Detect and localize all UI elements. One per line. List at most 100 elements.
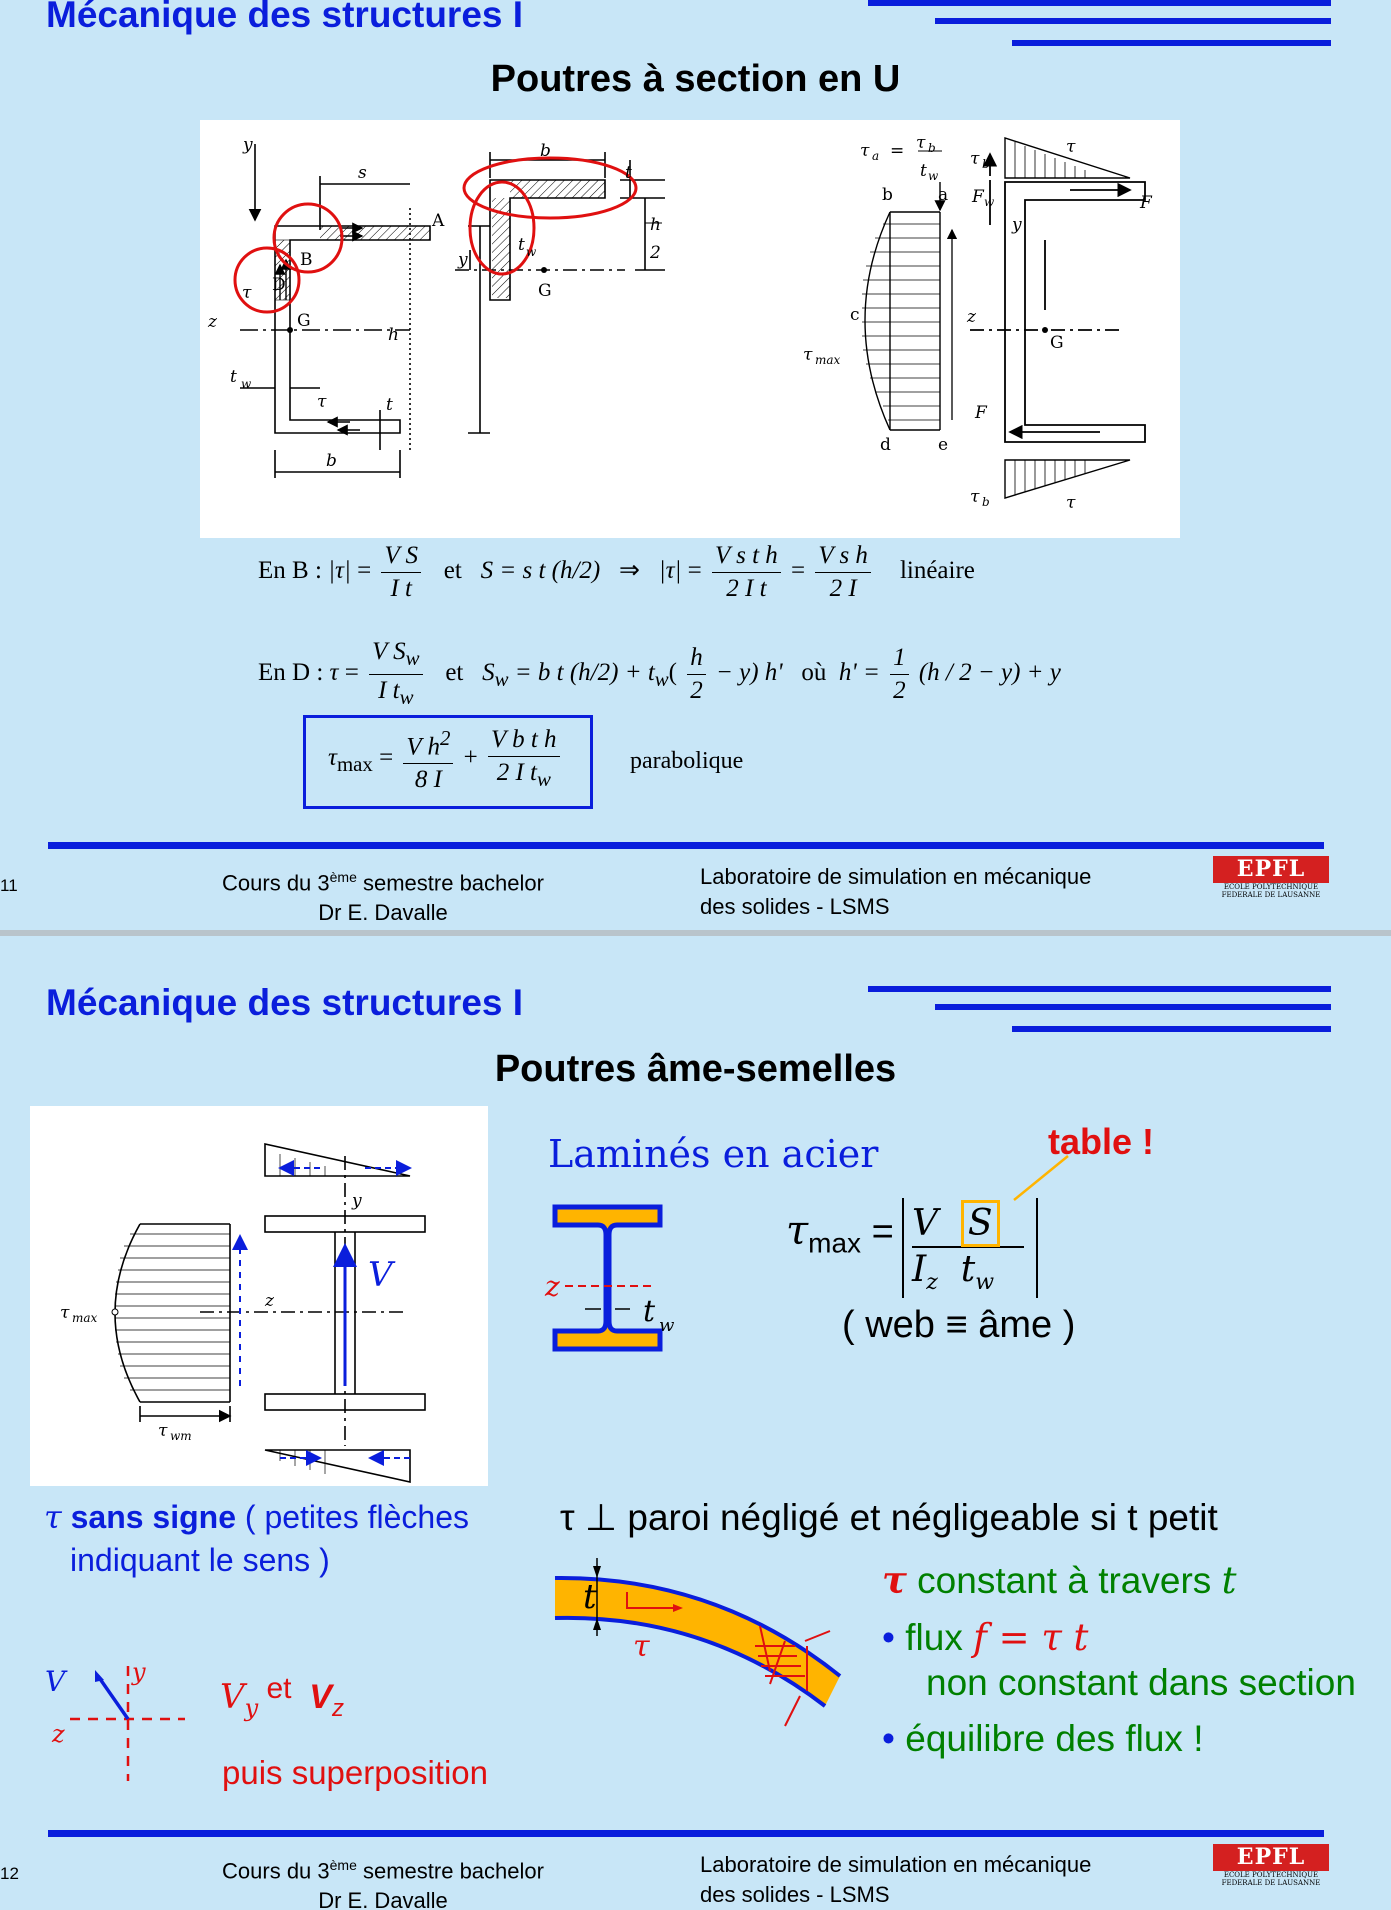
eq-D-paren: ( <box>668 659 677 687</box>
u-section-figure: y z s A B D G h t w τ t b τ <box>200 120 1180 538</box>
epfl-logo-mark: EPFL <box>1213 856 1329 883</box>
formula-eq: = <box>871 1211 894 1253</box>
footer-lab: Laboratoire de simulation en mécanique d… <box>700 862 1091 922</box>
label-e: e <box>938 435 948 455</box>
eq-D-f1-den: I t <box>378 677 400 704</box>
label-tau-b-sub: b <box>928 141 936 155</box>
bullet-2-line-2: non constant dans section <box>926 1662 1356 1703</box>
label-tau-b-top: τ <box>970 149 980 169</box>
label-d: d <box>880 435 891 455</box>
eq-max-sub: max <box>336 751 373 776</box>
eq-D-f1-num-sub: w <box>405 646 420 670</box>
superposition: puis superposition <box>222 1754 488 1791</box>
footer-line <box>48 842 1324 849</box>
vector-diagram: V y z <box>45 1658 185 1781</box>
bullet-2-dot: • <box>882 1617 895 1658</box>
label-b-mid: b <box>540 141 551 161</box>
vz: V <box>309 1678 332 1716</box>
label-tw-den-sub: w <box>928 169 939 183</box>
epfl-logo-mark: EPFL <box>1213 1844 1329 1871</box>
footer-course: Cours du 3ème semestre bachelor Dr E. Da… <box>193 862 573 928</box>
epfl-logo-sub-1: ECOLE POLYTECHNIQUE <box>1223 883 1319 891</box>
epfl-logo-sub-2: FEDERALE DE LAUSANNE <box>1221 1879 1321 1887</box>
footer-lab-2: des solides - LSMS <box>700 1882 890 1907</box>
footer-course: Cours du 3ème semestre bachelor Dr E. Da… <box>193 1850 573 1910</box>
label-Fw-sub: w <box>984 195 995 209</box>
tau-max-box <box>303 715 593 809</box>
eq-D-equals: = <box>344 659 359 687</box>
vec-label-V: V <box>45 1665 68 1698</box>
eq-D-rhs-a: = b t (h/2) + t <box>514 659 655 687</box>
eq-B-f1-den: I t <box>390 575 413 602</box>
slide-title: Poutres âme-semelles <box>494 1048 897 1090</box>
eq-B-prefix: En B : <box>258 557 322 585</box>
page-number: 12 <box>0 1864 19 1883</box>
eq-B-f2-den: 2 I t <box>726 575 767 602</box>
bullet-2: • flux f = τ t <box>882 1616 1088 1659</box>
eq-max-f2-num: V b t h <box>488 724 560 757</box>
header-line <box>935 1004 1331 1010</box>
eq-D-S-sub: w <box>494 667 509 692</box>
eq-B-kind: linéaire <box>899 557 975 585</box>
label-z: z <box>264 1291 275 1311</box>
header-line <box>935 18 1331 24</box>
label-tau-wm: τ <box>158 1421 168 1441</box>
footer-course-a: Cours du 3 <box>222 870 330 896</box>
vy-vz-line: Vy et Vz <box>220 1672 344 1723</box>
ibeam-label-z: z <box>544 1270 560 1303</box>
footer-author: Dr E. Davalle <box>318 900 448 926</box>
label-tau-a-sub: a <box>872 149 879 163</box>
perp-text: τ ⊥ paroi négligé et négligeable si t pe… <box>560 1497 1218 1538</box>
tau-max-kind: parabolique <box>630 748 744 774</box>
bullet-1-t: t <box>1221 1559 1237 1602</box>
eq-B-f1-num: V S <box>381 540 422 573</box>
label-G-mid: G <box>538 281 552 301</box>
label-h: h <box>388 325 399 345</box>
footer-course-b: semestre bachelor <box>356 1858 544 1884</box>
label-G-right: G <box>1050 333 1064 353</box>
eq-D-prefix: En D : <box>258 659 324 687</box>
eq-D-rhs-a-sub: w <box>654 667 669 692</box>
ibeam-icon: z t w <box>544 1204 675 1352</box>
label-tw-mid: t <box>518 235 525 255</box>
label-tw-sub: w <box>241 377 252 391</box>
sans-signe-rest: ( petites flèches <box>236 1499 469 1535</box>
formula-den-t-sub: w <box>975 1270 995 1296</box>
eq-D-half-den: 2 <box>893 677 906 704</box>
footer-lab-1: Laboratoire de simulation en mécanique <box>700 864 1092 889</box>
label-t: t <box>386 395 393 415</box>
slide-11: Mécanique des structures I Poutres à sec… <box>0 0 1391 930</box>
eq-max-tau: τ <box>328 743 337 771</box>
highlight-circle-D <box>233 246 301 314</box>
label-eq: = <box>890 141 904 161</box>
bullet-3-text: équilibre des flux ! <box>894 1718 1204 1759</box>
label-tau-max-sub: max <box>815 353 841 367</box>
label-a-right: a <box>938 185 948 205</box>
label-Fw: F <box>971 187 985 207</box>
bullet-1-tau: τ <box>882 1558 907 1602</box>
footer-course-sup: ème <box>329 869 357 885</box>
label-z: z <box>207 312 218 332</box>
footer-course-a: Cours du 3 <box>222 1858 330 1884</box>
eq-D-h-den: 2 <box>690 677 703 704</box>
formula-den-t: t <box>960 1249 976 1290</box>
label-z-right: z <box>966 307 977 327</box>
vy-et: et <box>258 1672 300 1705</box>
label-tau-max: τ <box>803 345 813 365</box>
footer-lab-1: Laboratoire de simulation en mécanique <box>700 1852 1092 1877</box>
label-F-top: F <box>1139 193 1153 213</box>
eq-B-equals: = <box>357 557 372 585</box>
eq-D-half-num: 1 <box>890 642 909 675</box>
footer-course-sup: ème <box>329 1857 357 1873</box>
eq-D-f1-num: V S <box>372 638 406 665</box>
curved-label-tau: τ <box>633 1629 650 1664</box>
label-tau-b-bot-sub: b <box>982 495 990 509</box>
eq-max-f1-num: V h <box>406 733 440 761</box>
formula-sub: max <box>808 1227 862 1259</box>
label-y-right: y <box>1011 215 1022 235</box>
formula-num-S: S <box>960 1200 1000 1247</box>
label-h2-num: h <box>650 215 661 235</box>
